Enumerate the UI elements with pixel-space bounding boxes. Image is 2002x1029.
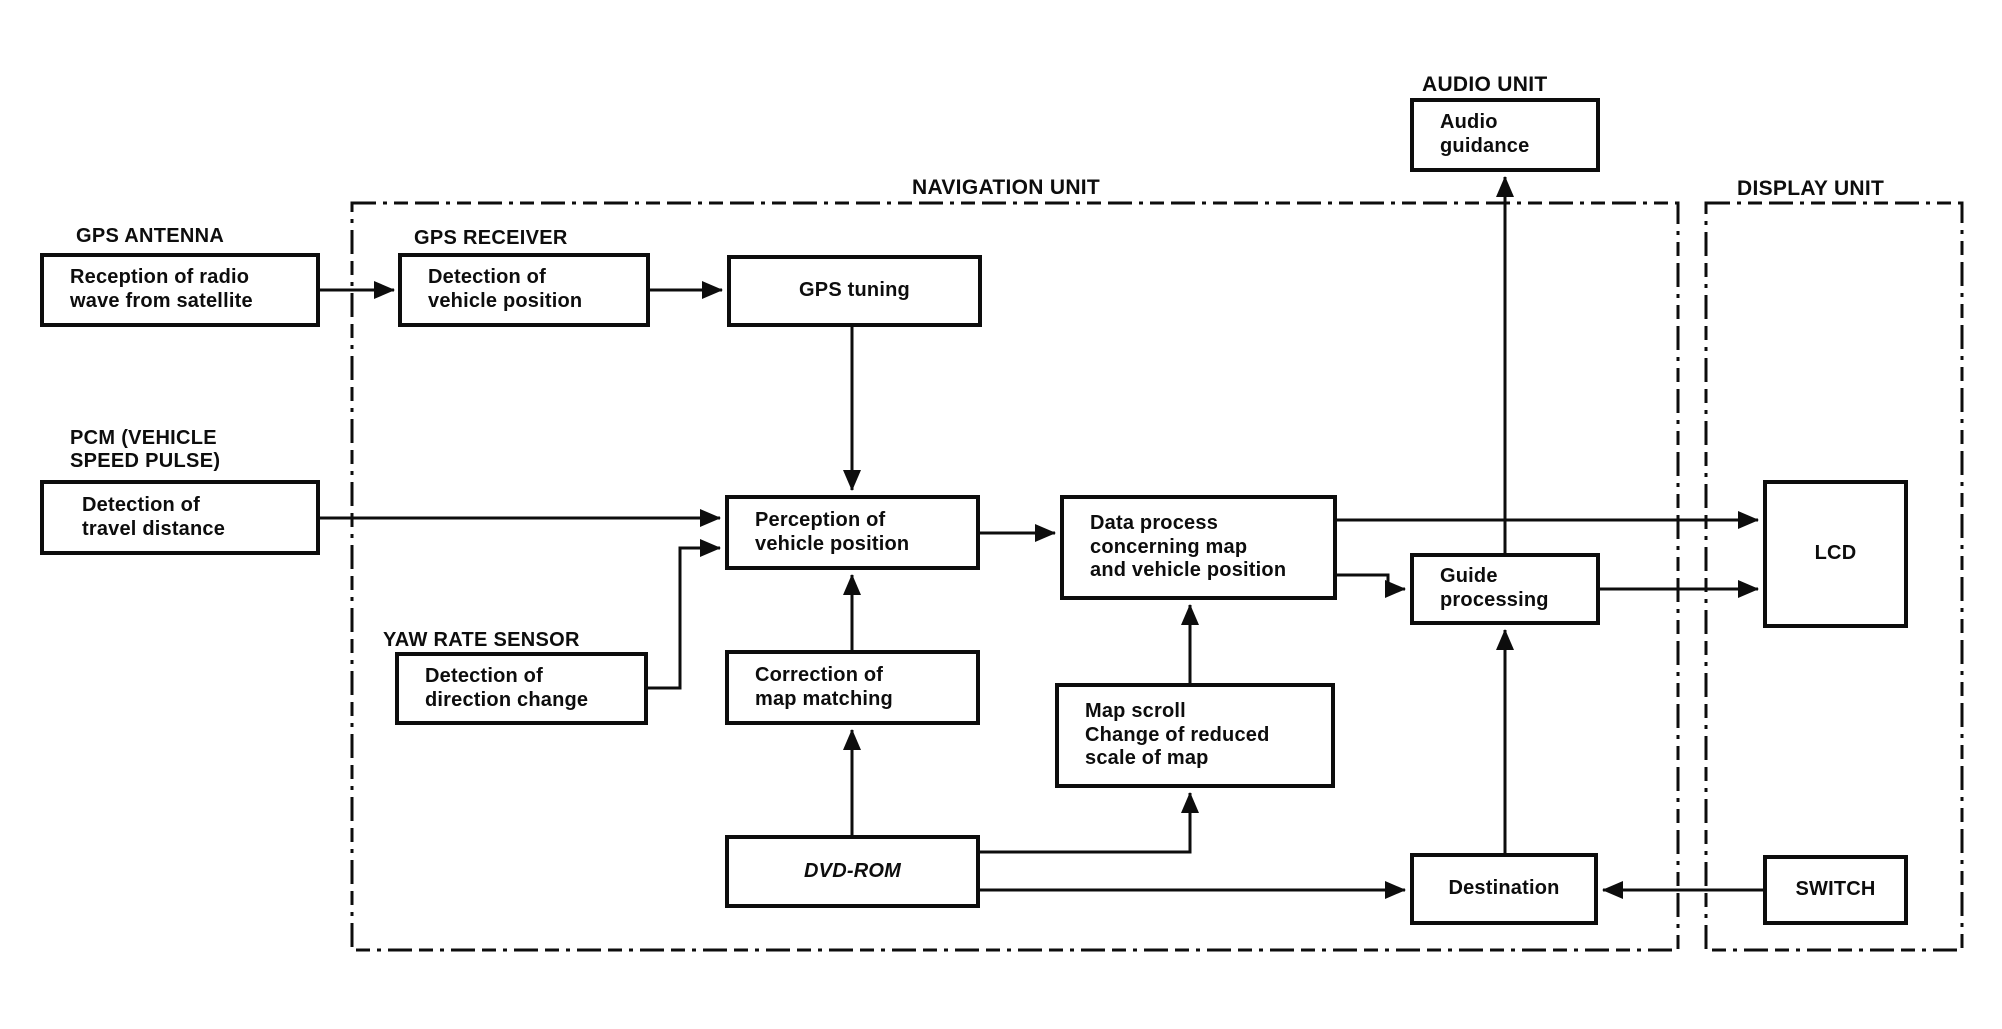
node-data-process: Data process concerning map and vehicle … <box>1060 495 1337 600</box>
display-unit-border <box>1704 201 1964 952</box>
label-gps-antenna: GPS ANTENNA <box>76 225 225 247</box>
node-perception-vehicle-position: Perception of vehicle position <box>725 495 980 570</box>
label-audio-unit: AUDIO UNIT <box>1422 73 1548 96</box>
node-switch: SWITCH <box>1763 855 1908 925</box>
node-dvd-rom: DVD-ROM <box>725 835 980 908</box>
node-reception-radio-wave: Reception of radio wave from satellite <box>40 253 320 327</box>
node-guide-processing: Guide processing <box>1410 553 1600 625</box>
navigation-unit-border <box>350 201 1680 952</box>
arrow-yaw-rate-to-perception <box>648 539 721 690</box>
label-navigation-unit: NAVIGATION UNIT <box>912 176 1101 199</box>
label-display-unit: DISPLAY UNIT <box>1737 177 1885 200</box>
arrow-data-process-to-guide-processing <box>1337 573 1406 598</box>
label-yaw-rate-sensor: YAW RATE SENSOR <box>383 629 580 651</box>
node-detection-vehicle-position: Detection of vehicle position <box>398 253 650 327</box>
label-gps-receiver: GPS RECEIVER <box>414 227 568 249</box>
node-map-scroll: Map scroll Change of reduced scale of ma… <box>1055 683 1335 788</box>
node-detection-direction-change: Detection of direction change <box>395 652 648 725</box>
label-pcm-vehicle-speed-pulse: PCM (VEHICLE SPEED PULSE) <box>70 427 221 472</box>
node-gps-tuning: GPS tuning <box>727 255 982 327</box>
node-correction-map-matching: Correction of map matching <box>725 650 980 725</box>
node-lcd: LCD <box>1763 480 1908 628</box>
node-audio-guidance: Audio guidance <box>1410 98 1600 172</box>
arrow-dvdrom-to-map-scroll <box>980 792 1199 854</box>
node-destination: Destination <box>1410 853 1598 925</box>
node-detection-travel-distance: Detection of travel distance <box>40 480 320 555</box>
